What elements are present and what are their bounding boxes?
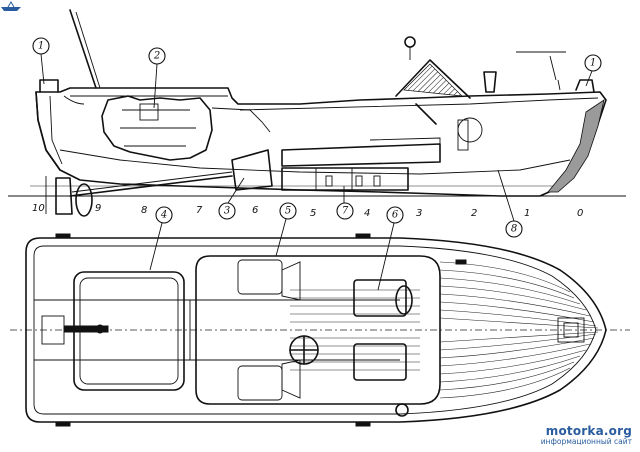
station-labels: 10 9 8 7 6 5 4 3 2 1 0	[32, 203, 583, 219]
rudder	[55, 177, 73, 215]
callout-circle	[32, 37, 50, 55]
battery	[355, 175, 363, 187]
hull-plan-outline	[25, 237, 607, 423]
steering-column	[415, 103, 437, 125]
callout-circle	[336, 202, 354, 220]
callout-label: 4	[160, 210, 167, 221]
mast-inner	[75, 11, 101, 89]
front-seat	[353, 343, 407, 381]
callout-label: 1	[38, 41, 44, 52]
callout-label: 7	[342, 206, 349, 217]
fuel-tanks	[281, 167, 409, 191]
callout-circle	[505, 220, 523, 238]
cleat	[55, 421, 71, 427]
station-label: 0	[577, 208, 583, 219]
propeller	[75, 183, 93, 217]
battery	[373, 175, 381, 187]
hull-side-outline	[35, 87, 607, 197]
callouts: 1 2 1 3 5 7 8 4 6	[32, 37, 602, 291]
cleat	[355, 233, 371, 239]
station-label: 4	[364, 208, 370, 219]
station-label: 10	[32, 203, 45, 214]
propeller-shaft-inner	[71, 171, 233, 193]
callout-circle	[218, 202, 236, 220]
callout-label: 1	[590, 58, 596, 69]
callout-circle	[386, 206, 404, 224]
round-hatch-cross	[289, 335, 319, 365]
station-label: 7	[196, 205, 203, 216]
cleat	[355, 421, 371, 427]
gearbox	[231, 149, 273, 191]
dashboard-post	[457, 119, 469, 151]
stern-bollard	[39, 79, 59, 93]
transom	[35, 91, 61, 171]
callout-label: 3	[224, 206, 230, 217]
bow-hatch-inner	[563, 322, 579, 338]
stem-shading	[547, 99, 605, 193]
station-label: 9	[95, 203, 101, 214]
cockpit-coaming	[195, 255, 441, 405]
stern-pipe	[63, 95, 85, 105]
station-label: 6	[252, 205, 258, 216]
seat-side	[281, 359, 301, 399]
fuel-drum	[395, 285, 413, 315]
callout-label: 2	[153, 51, 160, 62]
seat-back	[369, 137, 441, 150]
bow-hatch	[557, 317, 585, 343]
callout-circle	[155, 206, 173, 224]
gunwale-inner	[33, 245, 597, 415]
navigation-light	[404, 36, 416, 48]
shaft-hub	[95, 324, 105, 334]
callout-circle	[148, 47, 166, 65]
cockpit-floor	[281, 143, 441, 167]
battery	[325, 175, 333, 187]
chine-line	[59, 149, 571, 175]
bow-fitting	[549, 55, 561, 91]
station-label: 3	[416, 208, 422, 219]
watermark: motorka.org информационный сайт	[541, 424, 632, 446]
side-view	[8, 9, 626, 217]
callout-circle	[279, 202, 297, 220]
windshield-glass	[403, 63, 463, 97]
callout-circle	[584, 54, 602, 72]
seat-side	[281, 261, 301, 301]
plan-view	[10, 233, 630, 427]
engine	[101, 95, 213, 161]
mast	[69, 9, 97, 89]
boat-logo-icon	[1, 1, 21, 11]
steering-wheel	[457, 117, 483, 143]
windshield	[395, 59, 471, 99]
exhaust-pipe	[211, 107, 271, 133]
callout-label: 6	[392, 210, 399, 221]
station-label: 1	[524, 208, 530, 219]
callout-label: 5	[285, 206, 291, 217]
sheer-line	[70, 95, 599, 111]
cleat	[55, 233, 71, 239]
bow-bollard	[575, 79, 595, 93]
propeller-shaft	[69, 175, 233, 197]
cleat	[455, 259, 467, 265]
watermark-site: motorka.org	[545, 424, 632, 438]
bow-light	[395, 403, 409, 417]
station-label: 2	[471, 208, 477, 219]
aft-seat	[237, 365, 283, 401]
aft-seat	[237, 259, 283, 295]
cowl-vent	[483, 71, 497, 93]
transom-inner	[49, 95, 63, 165]
station-label: 8	[141, 205, 147, 216]
shaft-bar	[63, 325, 109, 333]
station-label: 5	[310, 208, 316, 219]
foredeck-planking	[439, 261, 599, 399]
callout-label: 8	[511, 224, 517, 235]
engine-head	[139, 103, 159, 121]
engine-details	[120, 109, 196, 147]
watermark-tagline: информационный сайт	[540, 437, 632, 446]
